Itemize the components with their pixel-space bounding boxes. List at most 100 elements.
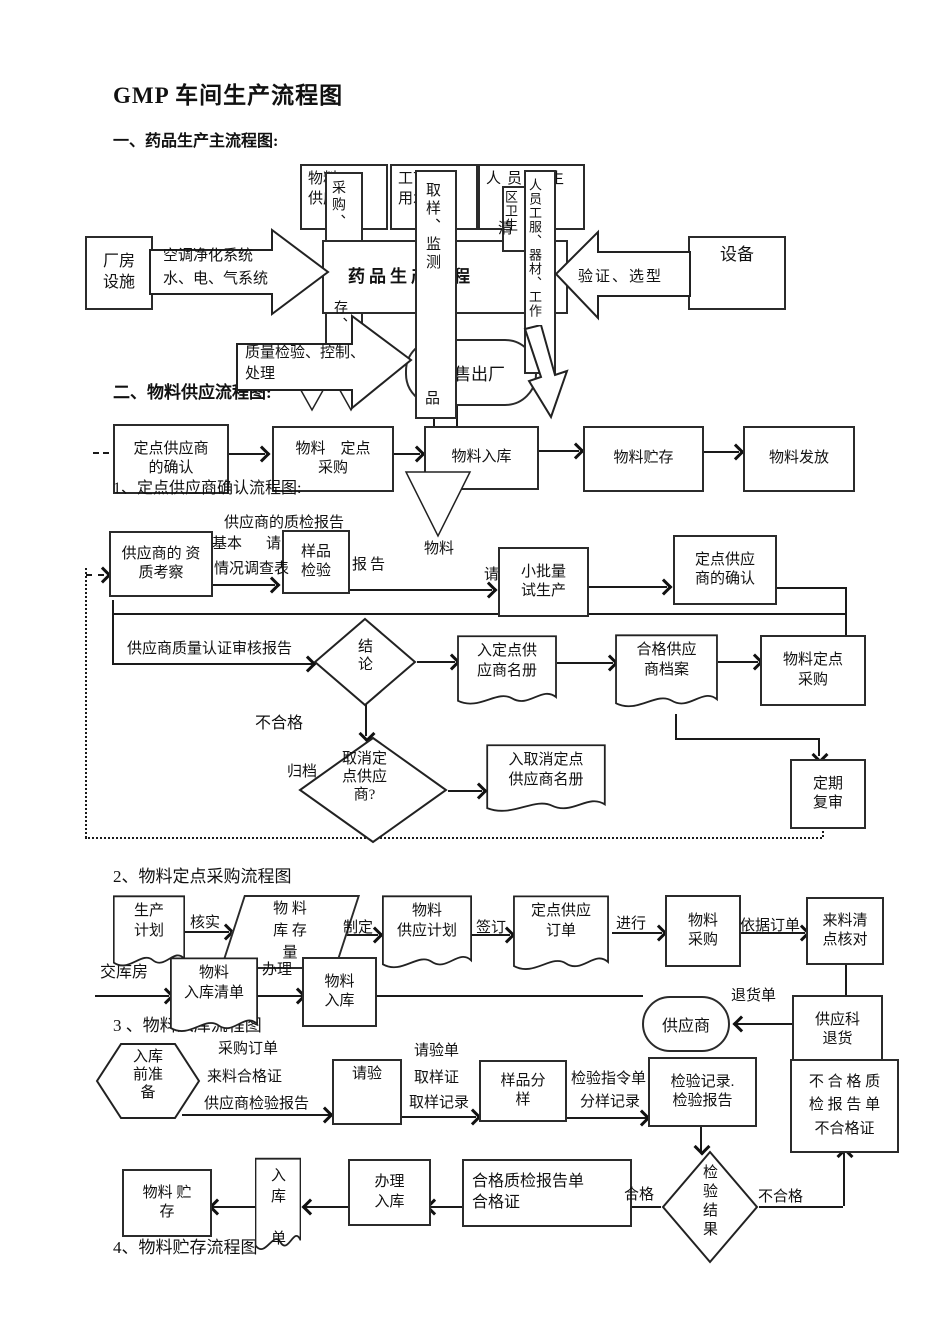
label-validation-selection: 验证、选型 [578, 269, 664, 285]
label-verify: 核实 [190, 915, 221, 931]
label-audit-report: 供应商质量认证审核报告 [127, 641, 293, 657]
doc-supplier-roster: 入定点供 应商名册 [457, 635, 557, 711]
connector [535, 450, 579, 452]
diamond-conclusion [313, 617, 417, 707]
label-purchase-order: 采购订单 [218, 1041, 279, 1057]
diamond-test-result [661, 1150, 759, 1264]
label-quality-control-1: 质量检验、控制、 [245, 345, 366, 361]
doc-qualified-supplier-archive-label: 合格供应 商档案 [636, 642, 697, 678]
box-supplier-qualification: 供应商的 资 质考察 [109, 531, 213, 597]
label-test-order: 检验指令单 [571, 1071, 647, 1087]
connector [700, 451, 739, 453]
box-fixed-purchase: 物料 定点 采购 [272, 426, 394, 492]
label-clean: 清 [498, 221, 514, 237]
vlabel-sampling-monitor: 取样、监测 [424, 182, 440, 272]
box-fixed-point-purchase: 物料定点 采购 [760, 635, 866, 706]
label-qing-1: 请 [266, 536, 282, 552]
connector [365, 704, 367, 736]
connector [340, 934, 378, 936]
connector [718, 661, 758, 663]
feedback-dotted-line [85, 837, 822, 839]
box-pilot-production: 小批量 试生产 [498, 547, 589, 617]
diamond-cancel-supplier-label: 取消定 点供应 商? [342, 751, 388, 803]
connector [373, 995, 643, 997]
box-equipment: 设备 [688, 236, 786, 310]
label-sampling-cert: 取样证 [414, 1070, 460, 1086]
connector [95, 995, 169, 997]
box-material-purchase: 物料 采购 [665, 895, 741, 967]
connector [185, 931, 229, 933]
label-draw-up: 制定 [343, 920, 374, 936]
arrowhead [727, 443, 745, 461]
doc-instock-list-label: 物料 入库清单 [183, 965, 244, 1001]
connector [448, 790, 482, 792]
arrow-quality-control [235, 312, 415, 412]
label-hvac-system: 空调净化系统 [163, 248, 254, 264]
label-per-order: 依据订单 [740, 918, 801, 934]
diamond-cancel-supplier [298, 736, 448, 844]
label-fail-2: 不合格 [758, 1189, 804, 1205]
doc-supplier-roster-label: 入定点供 应商名册 [476, 643, 537, 679]
connector [225, 453, 265, 455]
arrowhead [316, 1106, 334, 1124]
diamond-conclusion-label: 结论 [356, 638, 372, 674]
connector [209, 584, 275, 586]
doc-supplier-order-label: 定点供应 订单 [530, 903, 591, 939]
heading-storage-flow: 4、物料贮存流程图 [113, 1238, 258, 1257]
label-pass: 合格 [624, 1187, 655, 1203]
box-pass-docs: 合格质检报告单 合格证 [462, 1159, 632, 1227]
doc-supply-plan: 物料 供应计划 [382, 895, 472, 975]
box-sample-test: 样品 检验 [282, 530, 350, 594]
feedback-dotted-line [85, 568, 87, 838]
vlabel-store: 存、 [332, 300, 347, 334]
heading-supply-flow: 二、物料供应流程图: [113, 383, 272, 402]
arrowhead [480, 581, 498, 599]
connector [700, 1123, 702, 1151]
arrow-validation-selection [554, 228, 694, 324]
connector [585, 586, 667, 588]
connector [843, 1148, 845, 1206]
doc-instock-note: 入库 单 [255, 1157, 301, 1259]
hexagon-prep [95, 1042, 201, 1120]
arrowhead [470, 782, 488, 800]
stadium-supplier: 供应商 [642, 996, 730, 1052]
label-quality-control-2: 处理 [245, 366, 276, 382]
connector [112, 663, 312, 665]
arrow-utilities [148, 222, 333, 318]
label-material: 物料 [424, 541, 455, 557]
label-incoming-cert: 来料合格证 [207, 1069, 283, 1085]
label-handle: 办理 [262, 962, 293, 978]
connector [845, 587, 847, 637]
vlabel-procure: 采购、 [330, 180, 345, 231]
label-fail: 不合格 [255, 715, 304, 732]
connector [112, 600, 114, 663]
box-material-instock-2: 物料 入库 [302, 957, 377, 1027]
doc-supply-plan-label: 物料 供应计划 [396, 903, 457, 939]
arrowhead [732, 1015, 750, 1033]
label-utility-system: 水、电、气系统 [163, 271, 269, 287]
connector [398, 1116, 476, 1118]
connector [675, 738, 818, 740]
doc-cancelled-roster-label: 入取消定点 供应商名册 [508, 752, 584, 788]
label-archive: 归档 [287, 764, 318, 780]
label-qing-2: 请 [484, 567, 500, 583]
connector [258, 995, 302, 997]
label-sign: 签订 [476, 920, 507, 936]
connector [346, 589, 492, 591]
doc-production-plan: 生产 计划 [113, 895, 185, 973]
box-supplier-confirmation: 定点供应 商的确认 [673, 535, 777, 605]
box-request-test: 请验 [332, 1059, 402, 1125]
box-supply-dept-return: 供应科 退货 [792, 995, 883, 1065]
box-periodic-review: 定期 复审 [790, 759, 866, 829]
connector [182, 1114, 330, 1116]
label-survey-form: 情况调查表 [214, 561, 290, 577]
connector [563, 1117, 647, 1119]
vlabel-staff-gear: 人员工服、器材、工作 [527, 178, 542, 318]
connector [845, 961, 847, 997]
label-return-note: 退货单 [731, 988, 777, 1004]
label-to-warehouse: 交库房 [100, 964, 149, 981]
box-factory-facilities: 厂房 设施 [85, 236, 153, 310]
arrowhead [263, 576, 281, 594]
arrowhead [655, 578, 673, 596]
